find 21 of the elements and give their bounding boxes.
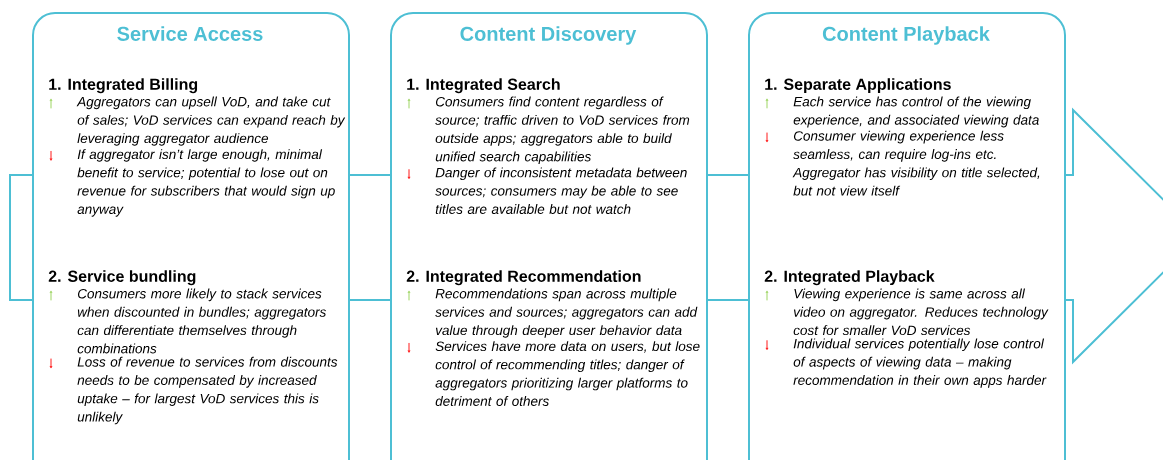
section-heading: 2. Integrated Recommendation [406,270,641,286]
section-heading: 1. Integrated Search [407,78,560,94]
con-text: Loss of revenue to services from discounts needs to be compensated by increased uptake – for largest VoD services this is unlikely [77,356,338,425]
section-heading: 2. Integrated Playback [764,270,935,286]
pro-text: Recommendations span across multiple services and sources; aggregators can add value through deeper user behavior data [435,288,698,338]
column-title: Content Discovery [460,26,637,45]
con-text: Danger of inconsistent metadata between sources; consumers may be able to see titles are available but not watch [435,167,687,214]
pro-text: Each service has control of the viewing experience, and associated viewing data [793,96,1039,128]
section-heading: 2. Service bundling [48,270,196,286]
pro-text: Aggregators can upsell VoD, and take cut of sales; VoD services can expand reach by leveraging aggregator audience [76,96,346,146]
column-title: Content Playback [822,26,990,45]
section-heading: 1. Integrated Billing [49,78,198,94]
con-text: Consumer viewing experience less seamless, can require log-ins etc. Aggregator has visibility on title selected, but not view itself [792,130,1040,196]
pro-text: Consumers more likely to stack services when discounted in bundles; aggregators can differentiate themselves through combinations [77,288,327,354]
con-text: Services have more data on users, but lose control of recommending titles; danger of aggregators prioritizing larger platforms to detriment of others [435,341,700,406]
pro-text: Viewing experience is same across all video on aggregator. Reduces technology cost for smaller VoD services [793,288,1049,336]
section-heading: 1. Separate Applications [765,78,951,94]
con-text: Individual services potentially lose control of aspects of viewing data – making recommendation in their own apps harder [793,338,1047,388]
column-title: Service Access [117,26,263,41]
con-text: If aggregator isn’t large enough, minimal benefit to service; potential to lose out on revenue for subscribers that would sign up anyway [77,149,335,217]
pro-text: Consumers find content regardless of source; traffic driven to VoD services from outside apps; aggregators able to build unified search capabilities [435,96,690,165]
